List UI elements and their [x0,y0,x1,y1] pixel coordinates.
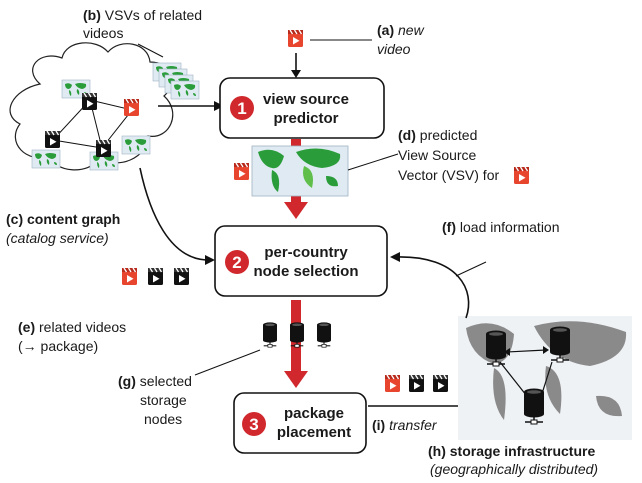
video-clapper-icon [95,139,112,158]
arrow-cloud-to-selection [139,167,215,265]
label-g-line3: nodes [144,411,182,427]
box3-line1: package [284,405,344,422]
label-i: (i) transfer [372,417,438,433]
video-clapper-icon [81,92,98,111]
video-clapper-icon [121,267,138,286]
video-clapper-icon [44,130,61,149]
label-c-line2: (catalog service) [6,230,109,246]
label-b-line2: videos [83,25,123,41]
label-g-line2: storage [140,392,187,408]
label-a-line2: video [377,41,411,57]
box-package-placement: 3 package placement [233,392,367,454]
box3-line2: placement [277,424,351,441]
storage-infrastructure-map [458,316,632,440]
box2-line2: node selection [253,263,358,280]
box2-line1: per-country [264,244,348,261]
label-d-line2: View Source [398,147,477,163]
label-g: (g) selected [118,373,192,389]
box-node-selection: 2 per-country node selection [214,225,388,297]
label-f: (f) load information [442,219,560,235]
video-clapper-icon [233,162,250,181]
label-e: (e) related videos [18,319,126,335]
video-clapper-icon [432,374,449,393]
predicted-vsv-map [233,145,399,197]
related-videos [121,267,190,286]
new-video [287,29,372,78]
video-clapper-icon [408,374,425,393]
load-information-arrow [390,252,487,319]
box1-number: 1 [237,99,246,118]
label-h-line2: (geographically distributed) [430,461,598,477]
box3-number: 3 [249,415,258,434]
vsv-map-stack [137,43,200,100]
database-icon [262,321,278,348]
video-clapper-icon [147,267,164,286]
box1-line2: predictor [273,110,338,127]
video-clapper-icon [384,374,401,393]
label-d: (d) predicted [398,127,477,143]
box2-number: 2 [232,253,241,272]
arrow-cloud-to-predictor [158,101,224,111]
selected-storage-nodes [194,321,332,376]
video-clapper-icon [513,166,530,185]
video-clapper-icon [123,98,140,117]
label-c: (c) content graph [6,211,120,227]
box1-line1: view source [263,91,349,108]
label-d-line3: Vector (VSV) for [398,167,499,183]
video-clapper-icon [173,267,190,286]
label-e-line2: (→ package) [18,338,98,354]
database-icon [316,321,332,348]
label-a: (a) new [377,22,425,38]
label-b: (b) VSVs of related [83,7,202,23]
box-view-source-predictor: 1 view source predictor [219,77,385,139]
content-graph-cloud [9,42,174,171]
video-clapper-icon [287,29,304,48]
label-h: (h) storage infrastructure [428,443,595,459]
